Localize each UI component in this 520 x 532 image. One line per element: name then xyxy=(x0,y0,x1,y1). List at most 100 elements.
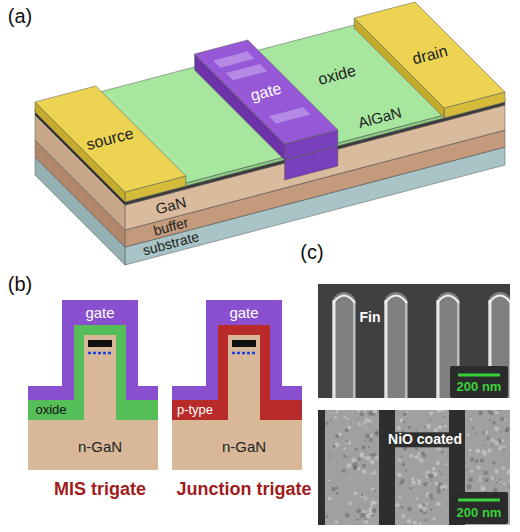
gan-fin xyxy=(228,335,260,420)
nio-grain xyxy=(491,414,493,416)
nio-grain xyxy=(346,456,348,458)
nio-grain xyxy=(411,477,415,481)
nio-grain xyxy=(444,415,446,417)
nio-grain xyxy=(441,451,444,454)
nio-grain xyxy=(501,466,505,470)
nio-grain xyxy=(438,425,443,430)
nio-grain xyxy=(408,426,411,429)
cross-sections xyxy=(28,300,302,470)
nio-grain xyxy=(342,469,346,473)
nio-grain xyxy=(397,473,399,475)
nio-grain xyxy=(470,418,473,421)
nio-grain xyxy=(351,411,353,413)
nio-grain xyxy=(431,479,433,481)
nio-grain xyxy=(508,480,510,482)
nio-grain xyxy=(407,507,412,512)
nio-grain xyxy=(362,464,366,468)
nio-grain xyxy=(360,493,365,498)
nio-grain xyxy=(375,456,379,460)
nio-grain xyxy=(402,463,405,466)
nio-coated-fin xyxy=(395,410,449,525)
nio-grain xyxy=(360,493,364,497)
nio-grain xyxy=(331,487,336,492)
nio-grain xyxy=(397,426,401,430)
layer-name: p-type xyxy=(177,403,213,417)
nio-grain xyxy=(366,514,371,519)
gan-base xyxy=(172,420,302,470)
nio-grain xyxy=(478,411,483,416)
nio-grain xyxy=(492,461,496,465)
panel-label: (a) xyxy=(8,5,32,27)
nio-grain xyxy=(503,482,506,485)
nio-grain xyxy=(358,457,362,461)
nio-grain xyxy=(399,481,402,484)
nio-grain xyxy=(360,412,364,416)
nio-grain xyxy=(441,410,446,412)
nio-grain xyxy=(416,481,418,483)
nio-grain xyxy=(422,507,427,512)
nio-grain xyxy=(486,436,489,439)
nio-grain xyxy=(435,482,439,486)
nio-grain xyxy=(499,479,502,482)
nio-grain xyxy=(363,519,367,523)
nio-grain xyxy=(428,493,433,498)
nio-grain xyxy=(368,446,370,448)
layer-name: GaN xyxy=(154,194,188,218)
nio-grain xyxy=(405,470,407,472)
nio-grain xyxy=(466,484,471,489)
barrier-bar xyxy=(232,340,256,347)
part-name: oxide xyxy=(316,62,357,89)
part-name: gate xyxy=(229,304,258,321)
nio-grain xyxy=(401,506,404,509)
trigate-cross-section xyxy=(172,300,302,470)
nio-grain xyxy=(481,450,485,454)
structure-title: MIS trigate xyxy=(54,480,146,500)
nio-grain xyxy=(413,521,417,525)
nio-grain xyxy=(490,412,493,415)
nio-grain xyxy=(416,479,421,484)
nio-grain xyxy=(364,497,367,500)
nio-grain xyxy=(346,440,349,443)
nio-grain xyxy=(328,497,332,501)
nio-grain xyxy=(468,478,473,483)
nio-grain xyxy=(418,452,422,456)
sem-fin xyxy=(384,292,408,398)
nio-grain xyxy=(373,410,377,413)
nio-grain xyxy=(366,427,368,429)
nio-grain xyxy=(510,413,511,416)
nio-grain xyxy=(508,486,510,488)
nio-grain xyxy=(439,471,441,473)
nio-grain xyxy=(428,474,433,479)
nio-grain xyxy=(443,484,447,488)
nio-grain xyxy=(328,479,330,481)
fin-top-edge xyxy=(333,296,355,304)
nio-grain xyxy=(363,470,367,474)
nio-grain xyxy=(422,454,426,458)
nio-grain xyxy=(494,427,499,432)
nio-grain xyxy=(363,422,366,425)
nio-grain xyxy=(483,471,487,475)
fin-edge xyxy=(333,300,336,398)
device-block xyxy=(35,2,505,265)
nio-grain xyxy=(400,419,402,421)
nio-grain xyxy=(416,497,419,500)
nio-grain xyxy=(505,427,510,432)
nio-grain xyxy=(440,473,442,475)
nio-grain xyxy=(371,504,374,507)
nio-grain xyxy=(470,457,474,461)
nio-grain xyxy=(334,416,337,419)
nio-grain xyxy=(510,487,511,492)
nio-grain xyxy=(356,518,358,520)
image-label: Fin xyxy=(358,310,383,325)
nio-grain xyxy=(345,513,349,517)
nio-grain xyxy=(338,432,342,436)
nio-grain xyxy=(356,508,361,513)
nio-grain xyxy=(430,509,432,511)
nio-grain xyxy=(445,463,448,466)
scale-bar-patch xyxy=(450,492,508,524)
nio-grain xyxy=(500,431,502,433)
part-name: gate xyxy=(85,304,114,321)
nio-grain xyxy=(499,479,502,482)
fin-top-edge xyxy=(437,296,459,304)
